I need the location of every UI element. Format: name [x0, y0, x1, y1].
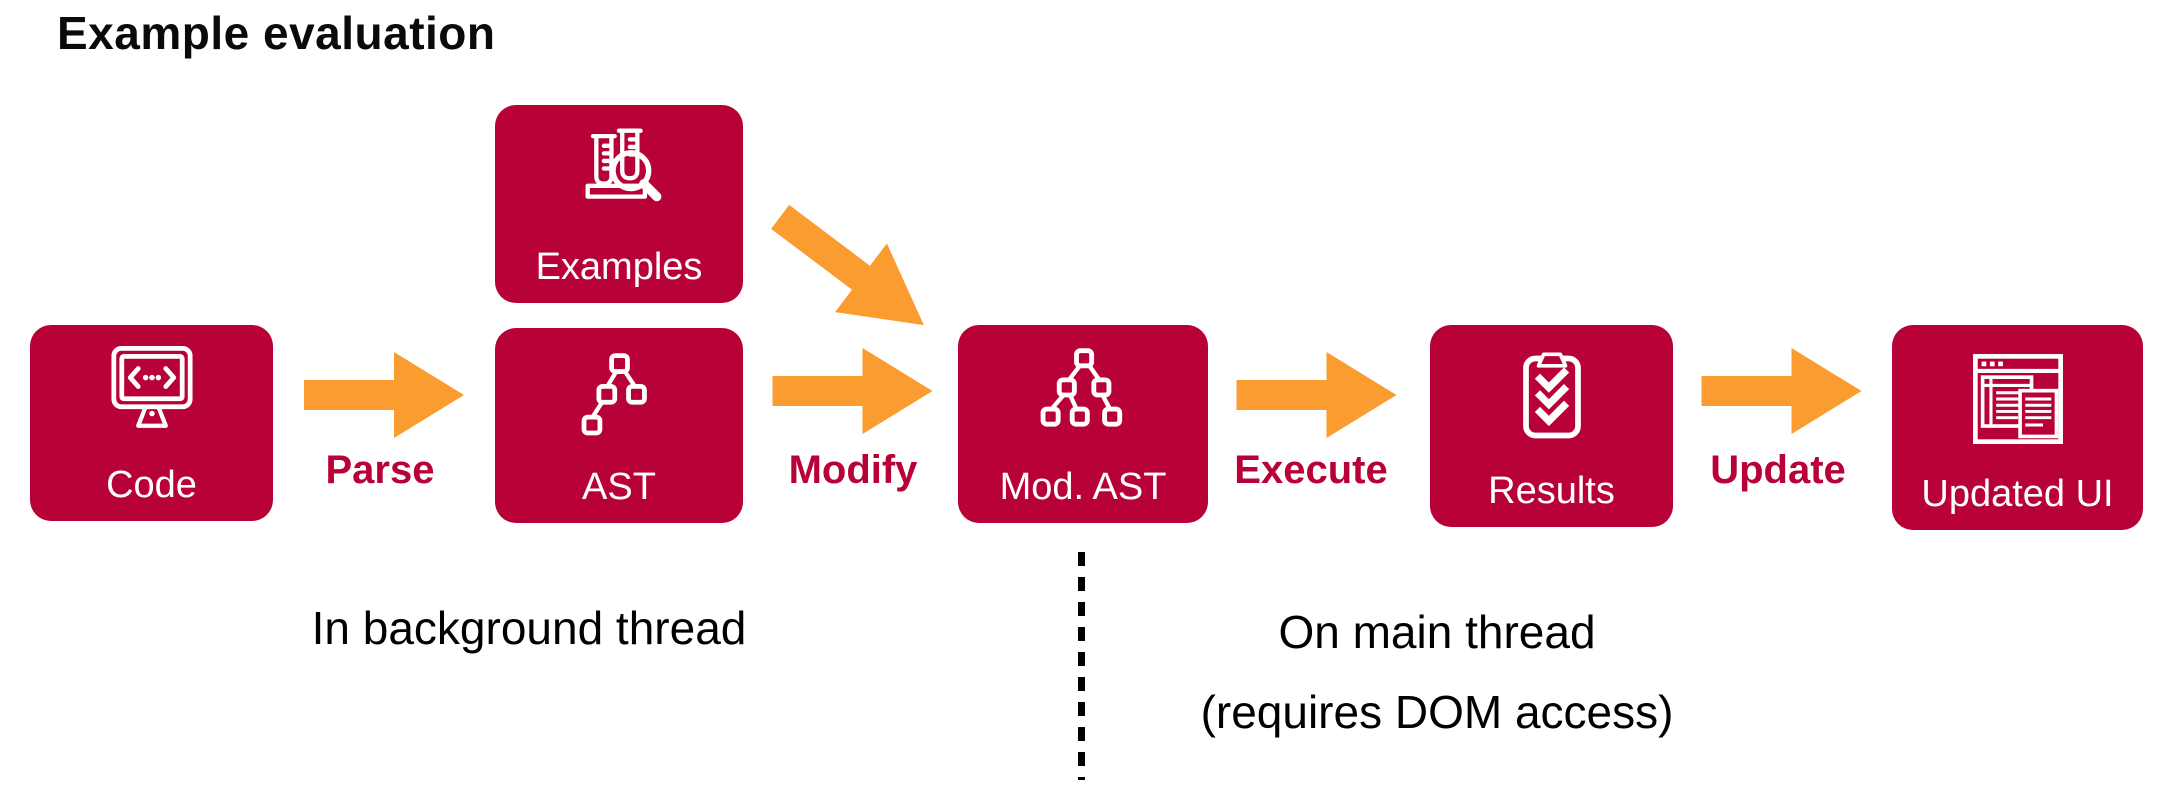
box-label: AST [582, 466, 656, 508]
diagram-title: Example evaluation [57, 7, 496, 59]
flow-box-code: Code [30, 325, 273, 521]
caption-main-thread: On main thread (requires DOM access) [1137, 592, 1737, 752]
step-label-execute: Execute [1234, 448, 1388, 492]
box-label: Updated UI [1921, 473, 2114, 515]
step-label-update: Update [1710, 448, 1846, 492]
parse-arrow [303, 340, 465, 450]
arrow-right-icon [772, 348, 933, 434]
step-label-modify: Modify [788, 448, 918, 492]
flow-box-updated-ui: Updated UI [1892, 325, 2143, 530]
arrow-right-icon [304, 352, 464, 438]
caption-main-thread-line1: On main thread [1278, 606, 1596, 658]
code-monitor-icon [30, 325, 273, 463]
box-label: Code [106, 464, 197, 506]
syntax-tree-icon [495, 328, 743, 465]
flow-box-ast: AST [495, 328, 743, 523]
update-arrow [1700, 336, 1863, 446]
modify-arrow [770, 336, 935, 446]
box-label: Mod. AST [999, 466, 1167, 508]
clipboard-checklist-icon [1430, 325, 1673, 469]
caption-background-thread: In background thread [311, 602, 747, 654]
box-label: Results [1488, 470, 1615, 512]
arrow-right-icon [1236, 352, 1397, 438]
step-label-parse: Parse [325, 448, 435, 492]
arrow-right-icon [1701, 348, 1862, 434]
flow-box-results: Results [1430, 325, 1673, 527]
thread-divider-dotted-line [1078, 552, 1085, 780]
examples-to-mod-ast-arrow [747, 173, 957, 369]
modified-syntax-tree-icon [958, 325, 1208, 465]
execute-arrow [1235, 340, 1398, 450]
flow-box-examples: Examples [495, 105, 743, 303]
flow-box-mod-ast: Mod. AST [958, 325, 1208, 523]
test-tubes-magnifier-icon [495, 105, 743, 245]
box-label: Examples [535, 246, 703, 288]
caption-main-thread-line2: (requires DOM access) [1200, 686, 1674, 738]
arrow-down-right-icon [771, 204, 924, 326]
browser-window-icon [1892, 325, 2143, 472]
